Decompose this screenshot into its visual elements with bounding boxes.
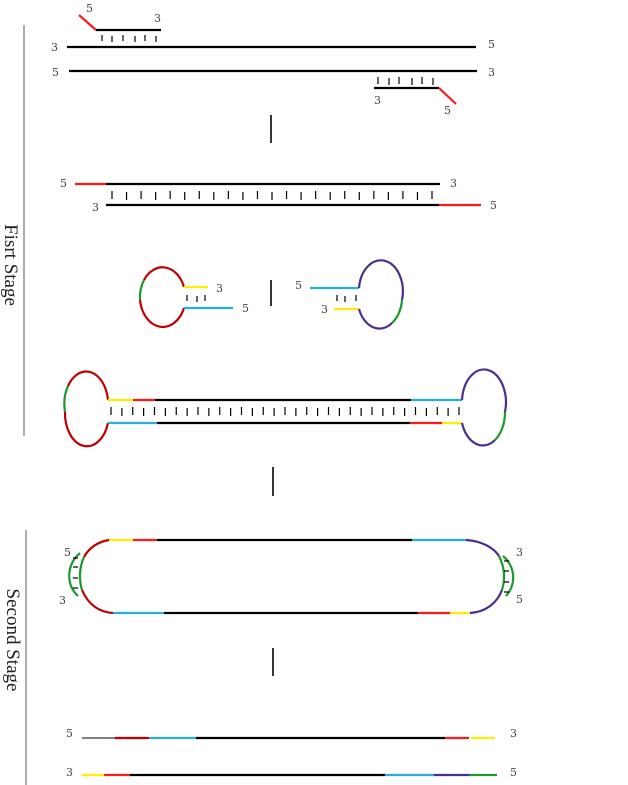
loop bbox=[465, 538, 500, 557]
end-label-5: 5 bbox=[86, 2, 93, 15]
loop bbox=[138, 279, 145, 301]
end-label-3: 3 bbox=[450, 177, 457, 190]
arrow-down-icon bbox=[272, 467, 274, 496]
loop bbox=[357, 259, 404, 301]
loop bbox=[460, 368, 508, 413]
end-label-3: 3 bbox=[374, 94, 381, 107]
first-stage-label: Fisrt Stage bbox=[0, 224, 21, 306]
inner-primer bbox=[68, 552, 81, 597]
end-label-3: 3 bbox=[92, 201, 99, 214]
end-label-5: 5 bbox=[52, 66, 59, 79]
primer-tail bbox=[438, 87, 457, 105]
end-label-5: 5 bbox=[488, 38, 495, 51]
arrow-down-icon bbox=[272, 648, 274, 676]
primer-tail bbox=[78, 14, 97, 31]
loop bbox=[63, 385, 70, 413]
loop bbox=[138, 299, 186, 329]
loop bbox=[78, 556, 86, 591]
base-pair-ticks bbox=[73, 557, 78, 589]
loop bbox=[80, 589, 114, 615]
loop bbox=[83, 538, 110, 558]
end-label-3: 3 bbox=[510, 727, 517, 740]
step1-template-primers: 5 3 3 5 5 3 3 5 bbox=[51, 2, 495, 117]
step5-dumbbell: 5 3 3 5 bbox=[59, 538, 523, 615]
arrow-down-icon bbox=[270, 280, 272, 306]
step3-right-hairpin: 5 3 bbox=[295, 259, 404, 330]
base-pair-ticks bbox=[111, 191, 433, 200]
step4-dumbbell-duplex bbox=[63, 368, 508, 448]
end-label-5: 5 bbox=[60, 177, 67, 190]
end-label-3: 3 bbox=[216, 282, 223, 295]
end-label-3: 3 bbox=[516, 546, 523, 559]
end-label-5: 5 bbox=[444, 104, 451, 117]
end-label-5: 5 bbox=[510, 766, 517, 779]
end-label-3: 3 bbox=[154, 12, 161, 25]
end-label-3: 3 bbox=[66, 766, 73, 779]
end-label-5: 5 bbox=[490, 199, 497, 212]
end-label-3: 3 bbox=[321, 303, 328, 316]
base-pair-ticks bbox=[186, 295, 206, 302]
base-pair-ticks bbox=[101, 35, 157, 42]
base-pair-ticks bbox=[336, 295, 357, 302]
second-stage-label: Second Stage bbox=[2, 589, 23, 692]
end-label-5: 5 bbox=[516, 593, 523, 606]
loop bbox=[357, 308, 393, 330]
step2-duplex: 5 3 3 5 bbox=[60, 177, 497, 214]
loop bbox=[66, 370, 110, 401]
base-pair-ticks bbox=[377, 77, 434, 85]
end-label-3: 3 bbox=[59, 594, 66, 607]
loop bbox=[391, 299, 404, 324]
end-label-5: 5 bbox=[66, 727, 73, 740]
loop bbox=[460, 422, 496, 447]
end-label-3: 3 bbox=[488, 66, 495, 79]
base-pair-ticks bbox=[110, 407, 460, 416]
loop bbox=[469, 589, 504, 615]
end-label-3: 3 bbox=[51, 41, 58, 54]
loop bbox=[498, 555, 506, 591]
base-pair-ticks bbox=[504, 560, 509, 593]
inner-primer bbox=[502, 555, 515, 597]
end-label-5: 5 bbox=[295, 279, 302, 292]
step6-products: 5 3 3 5 bbox=[66, 727, 517, 779]
arrow-down-icon bbox=[270, 115, 272, 143]
end-label-5: 5 bbox=[242, 302, 249, 315]
end-label-5: 5 bbox=[64, 546, 71, 559]
loop bbox=[63, 411, 110, 448]
loop bbox=[143, 266, 186, 288]
loop bbox=[494, 411, 507, 441]
step3-left-hairpin: 3 5 bbox=[138, 266, 249, 329]
